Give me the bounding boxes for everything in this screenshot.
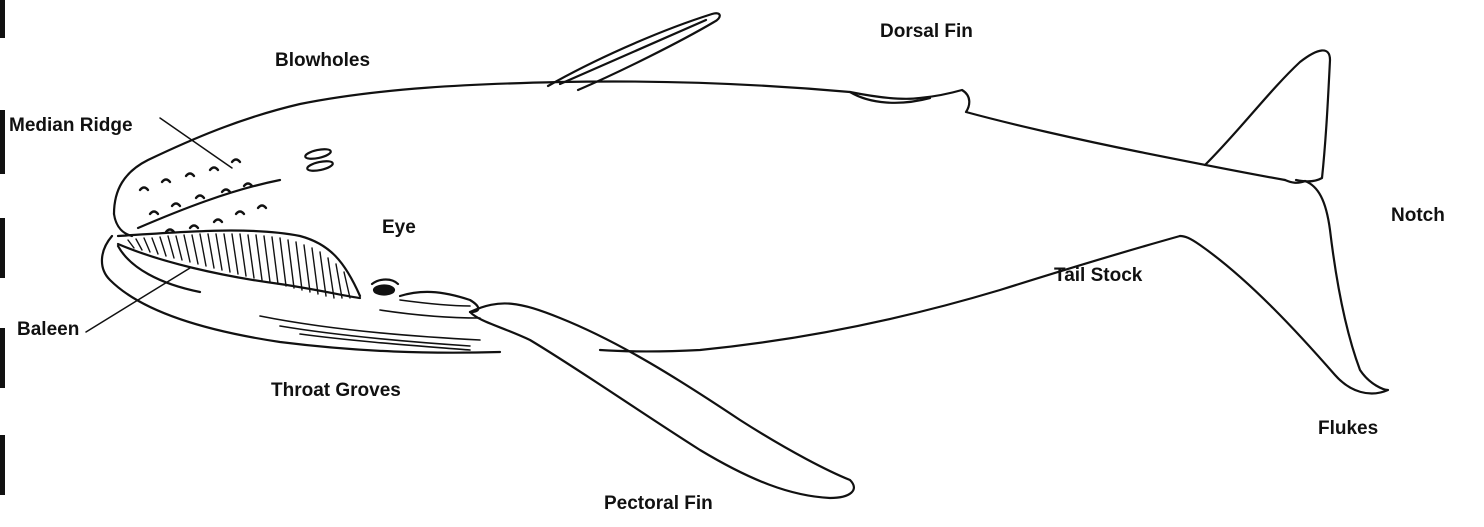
label-baleen: Baleen (17, 320, 79, 339)
baleen-leader (86, 268, 190, 332)
lower-jaw (102, 236, 500, 353)
blowhole (304, 147, 331, 160)
tubercles (140, 160, 266, 233)
label-median-ridge: Median Ridge (9, 116, 133, 135)
median-ridge-leader (160, 118, 232, 168)
fluke-upper (1205, 50, 1330, 181)
baleen-plates (128, 234, 350, 298)
label-eye: Eye (382, 218, 416, 237)
label-notch: Notch (1391, 206, 1445, 225)
body-top-outline (114, 81, 1285, 214)
label-pectoral-fin: Pectoral Fin (604, 494, 713, 513)
label-throat-groves: Throat Groves (271, 381, 401, 400)
fluke-lower (1180, 181, 1388, 394)
rostrum-outline (114, 214, 132, 236)
label-flukes: Flukes (1318, 419, 1378, 438)
label-tail-stock: Tail Stock (1054, 266, 1142, 285)
label-dorsal-fin: Dorsal Fin (880, 22, 973, 41)
eye-lid (372, 280, 398, 285)
blowhole (306, 159, 333, 172)
label-blowholes: Blowholes (275, 51, 370, 70)
upper-jaw (118, 231, 360, 296)
tail-stock-bottom (600, 236, 1180, 352)
median-ridge-line (138, 180, 280, 228)
eye (374, 286, 394, 295)
upper-fin-inner (560, 20, 706, 84)
pectoral-fin (470, 303, 854, 498)
